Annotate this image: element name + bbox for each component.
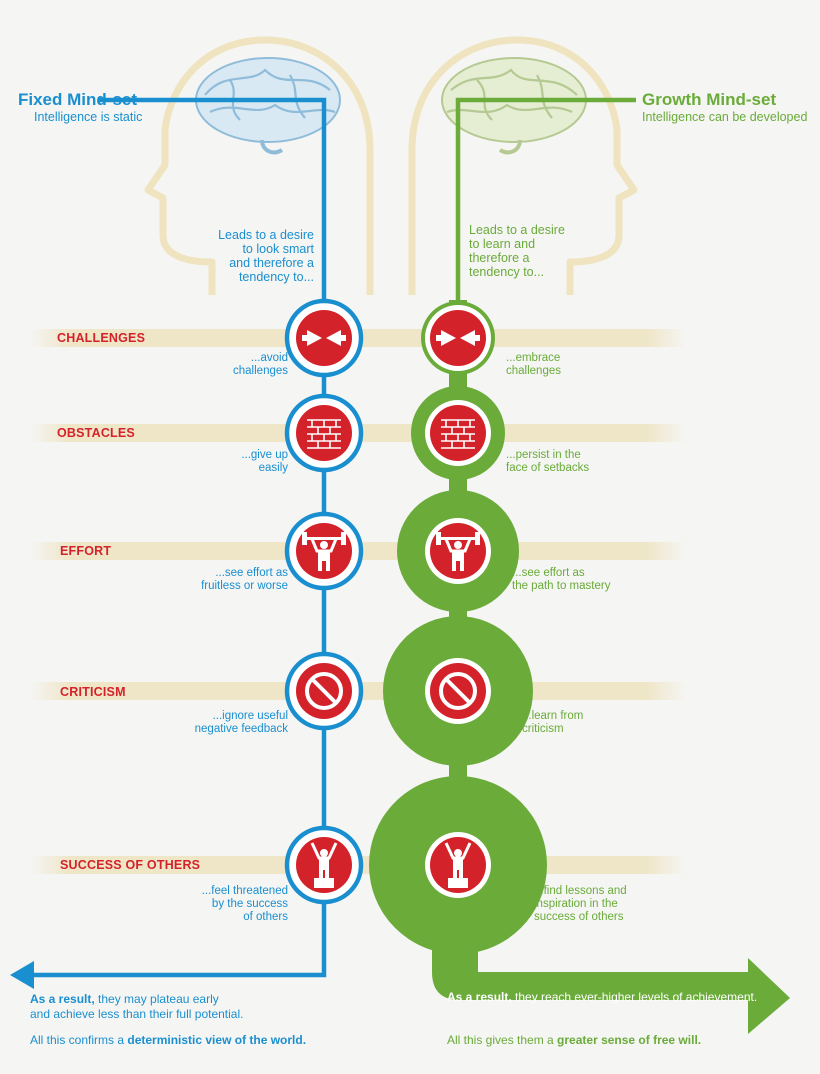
category-label-obstacles: OBSTACLES	[57, 426, 135, 440]
response-line: ...persist in the	[506, 449, 581, 461]
growth-node-1	[421, 301, 495, 375]
growth-result-line1: they reach ever-higher levels of achieve…	[511, 990, 758, 1004]
growth-node-5	[369, 776, 547, 954]
growth-response-challenges: ...embrace challenges	[506, 352, 646, 378]
fixed-response-effort: ...see effort as fruitless or worse	[150, 567, 288, 593]
growth-lead-line: tendency to...	[469, 265, 545, 279]
fixed-response-obstacles: ...give up easily	[160, 449, 288, 475]
growth-node-2	[411, 386, 505, 480]
fixed-subtitle: Intelligence is static	[34, 110, 143, 124]
fixed-title: Fixed Mind-set	[18, 90, 138, 109]
growth-path-line	[455, 97, 636, 300]
fixed-lead-line: tendency to...	[238, 270, 314, 284]
left-head-outline	[144, 36, 374, 295]
no-entry-icon	[305, 672, 343, 710]
response-line: ...feel threatened	[201, 885, 288, 897]
growth-confirm-text: All this gives them a greater sense of f…	[447, 1033, 807, 1048]
category-label-challenges: CHALLENGES	[57, 331, 146, 345]
fixed-response-success: ...feel threatened by the success of oth…	[150, 885, 288, 924]
fixed-confirm-prefix: All this confirms a	[30, 1033, 128, 1047]
left-brain-icon	[195, 57, 341, 155]
growth-lead-line: to learn and	[469, 237, 536, 251]
fixed-node-4	[284, 651, 364, 731]
response-line: ...give up	[241, 449, 288, 461]
no-entry-icon	[439, 672, 477, 710]
fixed-confirm-text: All this confirms a deterministic view o…	[30, 1033, 390, 1048]
fixed-lead-line: Leads to a desire	[218, 228, 314, 242]
arrows-collide-icon	[436, 330, 480, 346]
fixed-result-bold: As a result,	[30, 992, 95, 1006]
response-line: ...learn from	[522, 710, 584, 722]
brick-wall-icon	[307, 419, 341, 449]
category-label-criticism: CRITICISM	[60, 685, 126, 699]
response-line: criticism	[522, 723, 564, 735]
fixed-lead-line: and therefore a	[229, 256, 314, 270]
right-brain-icon	[441, 57, 587, 155]
fixed-result-line2: and achieve less than their full potenti…	[30, 1007, 244, 1021]
response-line: negative feedback	[194, 723, 288, 735]
fixed-node-1	[284, 298, 364, 378]
fixed-node-5	[284, 825, 364, 905]
response-line: easily	[258, 462, 288, 474]
response-line: of others	[243, 911, 288, 923]
fixed-confirm-bold: deterministic view of the world.	[127, 1033, 307, 1047]
response-line: inspiration in the	[534, 898, 618, 910]
growth-result-bold: As a result,	[447, 990, 512, 1004]
fixed-lead-text: Leads to a desire to look smart and ther…	[190, 228, 314, 284]
fixed-result-arrowhead	[10, 961, 34, 989]
response-line: ...ignore useful	[212, 710, 288, 722]
growth-result-arrow	[432, 920, 790, 1034]
arrows-collide-icon	[302, 330, 346, 346]
response-line: challenges	[506, 365, 561, 377]
growth-result-text: As a result, they reach ever-higher leve…	[447, 990, 787, 1005]
response-line: challenges	[233, 365, 288, 377]
response-line: the path to mastery	[512, 580, 611, 592]
podium-winner-icon	[444, 842, 472, 888]
response-line: by the success	[211, 898, 288, 910]
response-line: fruitless or worse	[201, 580, 288, 592]
weightlifter-icon	[302, 532, 346, 571]
growth-confirm-prefix: All this gives them a	[447, 1033, 558, 1047]
response-line: ...find lessons and	[534, 885, 627, 897]
growth-response-success: ...find lessons and inspiration in the s…	[534, 885, 684, 924]
weightlifter-icon	[436, 532, 480, 571]
head-outlines	[144, 36, 638, 295]
fixed-node-3	[284, 511, 364, 591]
category-label-effort: EFFORT	[60, 544, 112, 558]
category-bands	[30, 329, 686, 874]
right-head-outline	[408, 36, 638, 295]
fixed-response-challenges: ...avoid challenges	[160, 352, 288, 378]
growth-lead-line: Leads to a desire	[469, 223, 565, 237]
category-nodes	[284, 298, 547, 954]
growth-title: Growth Mind-set	[642, 90, 777, 109]
growth-node-3	[397, 490, 519, 612]
fixed-result-text: As a result, they may plateau early and …	[30, 992, 370, 1022]
response-line: ...see effort as	[512, 567, 585, 579]
growth-confirm-bold: greater sense of free will.	[557, 1033, 702, 1047]
response-line: ...embrace	[506, 352, 561, 364]
fixed-node-2	[284, 393, 364, 473]
growth-response-effort: ...see effort as the path to mastery	[512, 567, 662, 593]
growth-lead-line: therefore a	[469, 251, 530, 265]
response-line: success of others	[534, 911, 624, 923]
growth-response-obstacles: ...persist in the face of setbacks	[506, 449, 656, 475]
growth-node-4	[383, 616, 533, 766]
response-line: face of setbacks	[506, 462, 590, 474]
podium-winner-icon	[310, 842, 338, 888]
fixed-lead-line: to look smart	[242, 242, 314, 256]
response-line: ...avoid	[250, 352, 288, 364]
brick-wall-icon	[441, 419, 475, 449]
category-label-success-of-others: SUCCESS OF OTHERS	[60, 858, 201, 872]
growth-response-criticism: ...learn from criticism	[522, 710, 662, 736]
response-line: ...see effort as	[215, 567, 288, 579]
growth-subtitle: Intelligence can be developed	[642, 110, 808, 124]
fixed-result-line1: they may plateau early	[94, 992, 219, 1006]
fixed-response-criticism: ...ignore useful negative feedback	[150, 710, 288, 736]
growth-lead-text: Leads to a desire to learn and therefore…	[469, 223, 599, 279]
